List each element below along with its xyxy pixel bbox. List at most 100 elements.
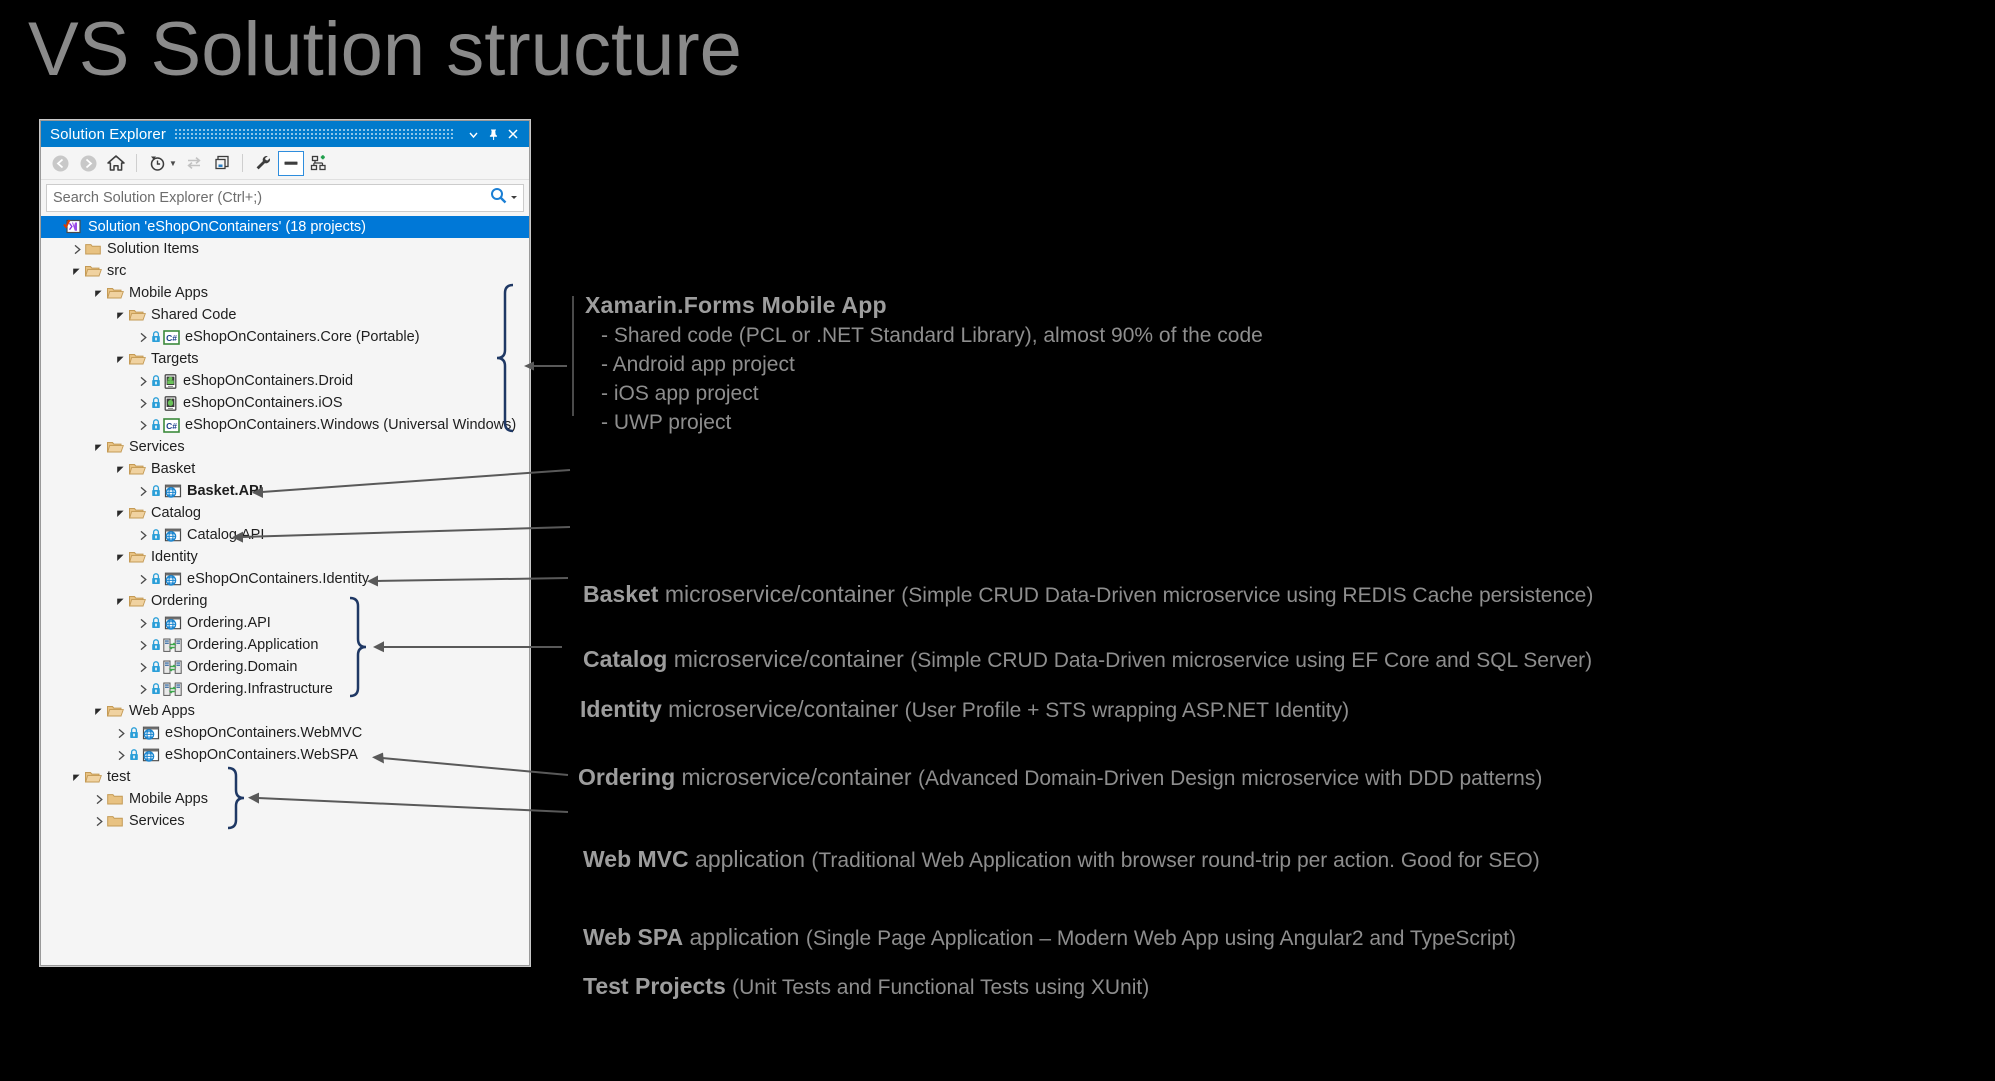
solution-icon [63, 219, 83, 235]
tree-row[interactable]: eShopOnContainers.iOS [41, 392, 529, 414]
chevron-down-icon[interactable] [69, 773, 85, 782]
chevron-right-icon[interactable] [135, 530, 151, 541]
search-icon[interactable] [489, 186, 508, 210]
tree-row-label: Shared Code [151, 307, 237, 323]
tree-row[interactable]: eShopOnContainers.Droid [41, 370, 529, 392]
chevron-down-icon[interactable] [113, 553, 129, 562]
home-icon[interactable] [103, 151, 129, 176]
xamarin-annotation-block: Xamarin.Forms Mobile App - Shared code (… [585, 292, 1263, 435]
annotation-web-spa: Web SPA application (Single Page Applica… [583, 924, 1516, 951]
tree-row[interactable]: Mobile Apps [41, 788, 529, 810]
tree-row-label: Ordering [151, 593, 208, 609]
pin-icon[interactable] [483, 124, 503, 144]
tree-row[interactable]: Ordering.API [41, 612, 529, 634]
xamarin-bullet-1: - Android app project [601, 353, 795, 376]
annotation-identity: Identity microservice/container (User Pr… [580, 696, 1349, 723]
refresh-icon[interactable] [209, 151, 235, 176]
tree-row[interactable]: Ordering.Infrastructure [41, 678, 529, 700]
chevron-right-icon[interactable] [135, 420, 151, 431]
xamarin-vertical-rule [572, 296, 574, 416]
chevron-down-icon[interactable] [113, 311, 129, 320]
tree-row-label: Targets [151, 351, 199, 367]
close-icon[interactable] [503, 124, 523, 144]
chevron-down-icon[interactable] [113, 509, 129, 518]
search-box[interactable] [46, 184, 524, 212]
chevron-down-icon[interactable] [113, 465, 129, 474]
tree-row[interactable]: Catalog.API [41, 524, 529, 546]
tree-row[interactable]: Solution Items [41, 238, 529, 260]
xamarin-heading: Xamarin.Forms Mobile App [585, 292, 887, 318]
chevron-right-icon[interactable] [91, 816, 107, 827]
tree-row[interactable]: eShopOnContainers.Identity [41, 568, 529, 590]
web-project-icon [163, 616, 182, 631]
chevron-right-icon[interactable] [113, 728, 129, 739]
forward-icon[interactable] [75, 151, 101, 176]
preview-selected-items-icon[interactable] [278, 150, 304, 176]
pending-changes-filter-icon[interactable] [144, 151, 170, 176]
toolbar-separator-2 [242, 154, 243, 172]
tree-row[interactable]: eShopOnContainers.WebSPA [41, 744, 529, 766]
chevron-right-icon[interactable] [69, 244, 85, 255]
chevron-right-icon[interactable] [91, 794, 107, 805]
library-project-icon [163, 638, 182, 653]
chevron-down-icon[interactable] [463, 124, 483, 144]
tree-row[interactable]: test [41, 766, 529, 788]
chevron-down-icon[interactable] [113, 597, 129, 606]
chevron-right-icon[interactable] [135, 332, 151, 343]
search-options-chevron-icon[interactable] [509, 189, 519, 207]
chevron-down-icon[interactable] [91, 443, 107, 452]
chevron-down-icon[interactable] [113, 355, 129, 364]
sync-with-active-document-icon[interactable] [181, 151, 207, 176]
tree-row[interactable]: Mobile Apps [41, 282, 529, 304]
tree-row[interactable]: Ordering.Application [41, 634, 529, 656]
web-project-icon [163, 484, 182, 499]
annotation-web-mvc-detail: (Traditional Web Application with browse… [811, 849, 1540, 872]
lock-icon [151, 682, 161, 696]
properties-wrench-icon[interactable] [250, 151, 276, 176]
chevron-right-icon[interactable] [135, 640, 151, 651]
annotation-identity-detail: (User Profile + STS wrapping ASP.NET Ide… [904, 699, 1350, 722]
tree-row[interactable]: Targets [41, 348, 529, 370]
tree-row[interactable]: Services [41, 436, 529, 458]
lock-icon [151, 638, 161, 652]
tree-row[interactable]: C#eShopOnContainers.Core (Portable) [41, 326, 529, 348]
back-icon[interactable] [47, 151, 73, 176]
tree-row[interactable]: Catalog [41, 502, 529, 524]
tree-row[interactable]: Solution 'eShopOnContainers' (18 project… [41, 216, 529, 238]
tree-row[interactable]: Shared Code [41, 304, 529, 326]
folder-open-icon [107, 440, 124, 455]
lock-icon [151, 528, 161, 542]
tree-row[interactable]: eShopOnContainers.WebMVC [41, 722, 529, 744]
library-project-icon [163, 660, 182, 675]
tree-row[interactable]: Basket.API [41, 480, 529, 502]
tree-row[interactable]: Ordering [41, 590, 529, 612]
solution-tree[interactable]: Solution 'eShopOnContainers' (18 project… [41, 216, 529, 965]
chevron-right-icon[interactable] [135, 684, 151, 695]
search-input[interactable] [47, 189, 489, 207]
tree-row-label: src [107, 263, 127, 279]
chevron-right-icon[interactable] [135, 618, 151, 629]
tree-row[interactable]: Identity [41, 546, 529, 568]
chevron-right-icon[interactable] [135, 398, 151, 409]
chevron-right-icon[interactable] [135, 574, 151, 585]
show-all-files-icon[interactable] [306, 151, 332, 176]
filter-dropdown-icon[interactable]: ▼ [169, 158, 177, 168]
tree-row-label: eShopOnContainers.Droid [183, 373, 354, 389]
solution-explorer-titlebar: Solution Explorer [41, 121, 529, 147]
tree-row[interactable]: Web Apps [41, 700, 529, 722]
chevron-right-icon[interactable] [135, 486, 151, 497]
tree-row[interactable]: C#eShopOnContainers.Windows (Universal W… [41, 414, 529, 436]
chevron-down-icon[interactable] [69, 267, 85, 276]
lock-icon [151, 616, 161, 630]
chevron-right-icon[interactable] [135, 376, 151, 387]
chevron-down-icon[interactable] [91, 289, 107, 298]
tree-row[interactable]: Services [41, 810, 529, 832]
tree-row[interactable]: Ordering.Domain [41, 656, 529, 678]
folder-open-icon [85, 770, 102, 785]
chevron-down-icon[interactable] [91, 707, 107, 716]
tree-row[interactable]: Basket [41, 458, 529, 480]
chevron-right-icon[interactable] [113, 750, 129, 761]
tree-row[interactable]: src [41, 260, 529, 282]
folder-open-icon [129, 308, 146, 323]
chevron-right-icon[interactable] [135, 662, 151, 673]
